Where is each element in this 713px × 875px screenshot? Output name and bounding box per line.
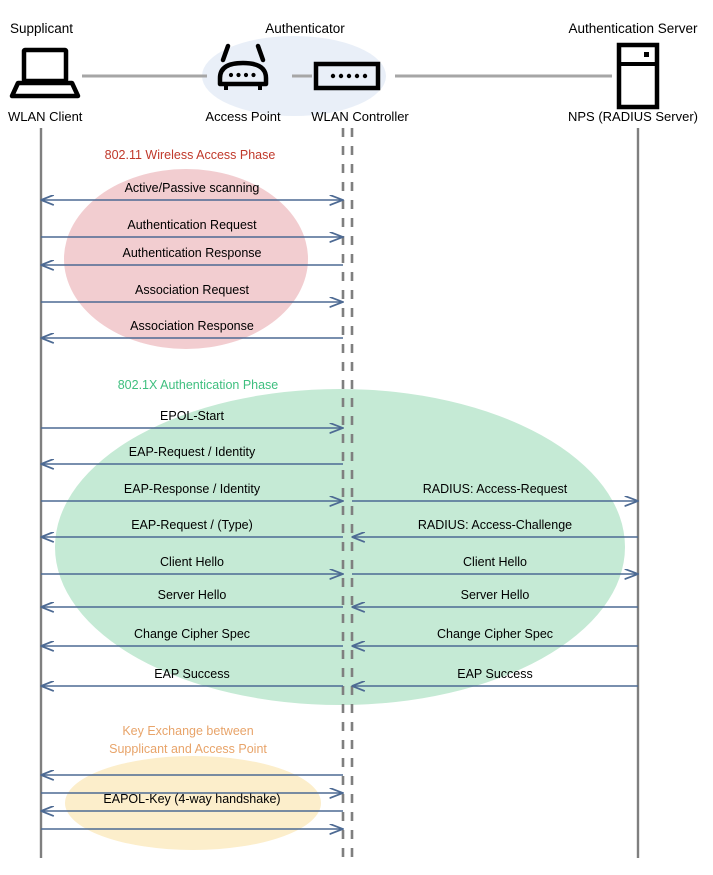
laptop-icon (9, 47, 81, 99)
phase-label-wireless-access: 802.11 Wireless Access Phase (105, 148, 276, 162)
phase-ellipses (55, 169, 625, 850)
message-label-eap-success-left: EAP Success (154, 667, 230, 681)
message-label-association-request: Association Request (135, 283, 249, 297)
actor-device-nps-radius: NPS (RADIUS Server) (568, 109, 698, 124)
message-label-authentication-request: Authentication Request (127, 218, 257, 232)
message-label-client-hello-right: Client Hello (463, 555, 527, 569)
phase-label-key-exchange-line2: Supplicant and Access Point (109, 742, 267, 756)
message-label-authentication-response: Authentication Response (123, 246, 262, 260)
message-label-server-hello-left: Server Hello (158, 588, 227, 602)
phase-ellipse-key-exchange (65, 756, 321, 850)
network-switch-icon (313, 61, 381, 91)
phase-label-key-exchange-line1: Key Exchange between (122, 724, 253, 738)
phase-ellipse-dot1x (55, 389, 625, 705)
wireless-router-icon (217, 43, 269, 90)
message-label-change-cipher-spec-right: Change Cipher Spec (437, 627, 553, 641)
actor-role-authenticator: Authenticator (265, 21, 345, 36)
actor-device-wlan-client: WLAN Client (8, 109, 83, 124)
actor-device-wlan-controller: WLAN Controller (311, 109, 409, 124)
message-label-radius-access-challenge: RADIUS: Access-Challenge (418, 518, 572, 532)
message-label-change-cipher-spec-left: Change Cipher Spec (134, 627, 250, 641)
server-rack-icon (616, 42, 660, 110)
actor-device-access-point: Access Point (205, 109, 281, 124)
message-label-active-passive-scanning: Active/Passive scanning (125, 181, 260, 195)
phase-ellipse-wireless-access (64, 169, 308, 349)
message-label-eapol-key-3: EAPOL-Key (4-way handshake) (103, 792, 280, 806)
actor-role-auth-server: Authentication Server (568, 21, 698, 36)
message-label-eap-request-identity: EAP-Request / Identity (129, 445, 256, 459)
message-label-eap-success-right: EAP Success (457, 667, 533, 681)
phase-label-dot1x: 802.1X Authentication Phase (118, 378, 279, 392)
message-label-client-hello-left: Client Hello (160, 555, 224, 569)
message-label-eap-request-type: EAP-Request / (Type) (131, 518, 253, 532)
message-label-association-response: Association Response (130, 319, 254, 333)
message-label-server-hello-right: Server Hello (461, 588, 530, 602)
message-label-radius-access-request: RADIUS: Access-Request (423, 482, 568, 496)
message-label-eapol-start: EPOL-Start (160, 409, 224, 423)
actor-role-supplicant: Supplicant (10, 21, 73, 36)
message-label-eap-response-identity: EAP-Response / Identity (124, 482, 261, 496)
